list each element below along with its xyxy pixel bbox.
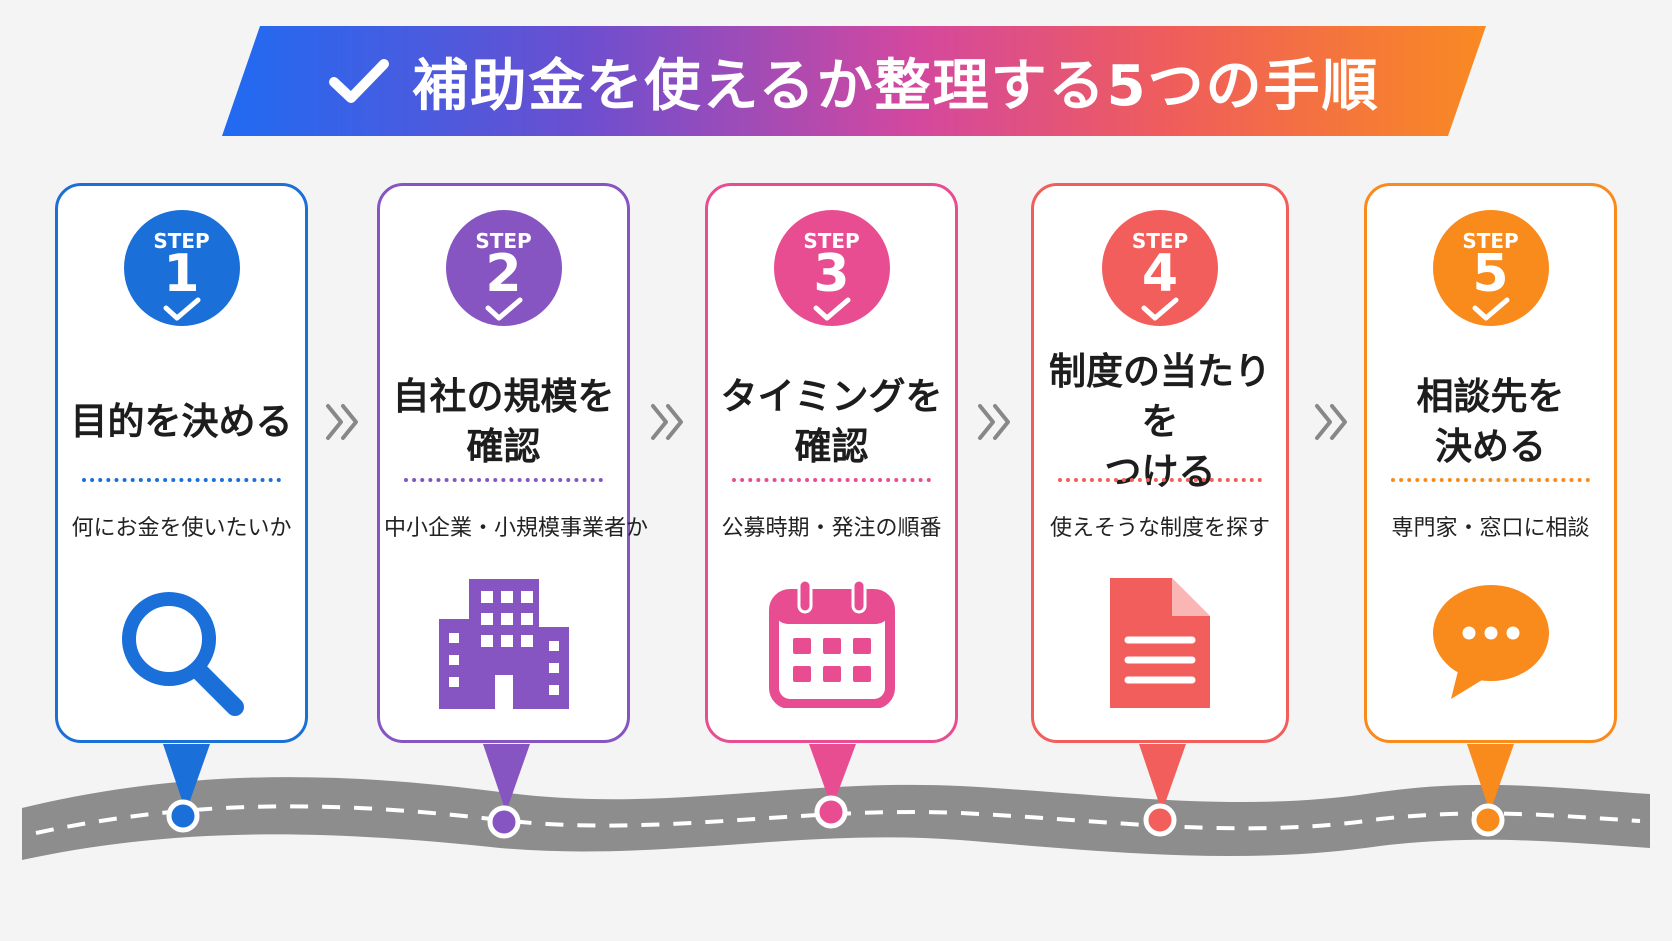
step-badge: STEP 4: [1102, 210, 1218, 326]
dotted-divider: [1058, 478, 1262, 482]
step-title-line: 自社の規模を: [392, 375, 615, 418]
step-card-3: STEP 3 タイミングを 確認 公募時期・発注の順番: [705, 183, 958, 743]
step-title: 相談先を 決める: [1373, 366, 1608, 478]
chevron-right-icon: [651, 404, 683, 440]
step-title-line: 決める: [1435, 425, 1546, 468]
step-description: 何にお金を使いたいか: [71, 516, 292, 541]
step-title-line: 制度の当たりを: [1049, 350, 1271, 443]
step-title-line: つける: [1104, 450, 1216, 493]
step-number: 2: [485, 244, 522, 304]
checkmark-icon: [813, 297, 850, 321]
road-center-line: [35, 804, 1641, 835]
step-title-line: 目的を決める: [70, 400, 293, 443]
dotted-divider: [732, 478, 931, 482]
page-title: 補助金を使えるか整理する5つの手順: [412, 53, 1380, 119]
dotted-divider: [82, 478, 281, 482]
step-card-4: STEP 4 制度の当たりを つける 使えそうな制度を探す: [1031, 183, 1289, 743]
search-icon: [121, 592, 244, 716]
map-pin-1: [163, 744, 210, 833]
step-badge: STEP 1: [123, 210, 240, 326]
step-title-line: 確認: [466, 425, 541, 468]
building-icon: [438, 579, 569, 709]
step-badge: STEP 2: [445, 210, 562, 326]
chevron-right-icon: [326, 404, 358, 440]
step-label: STEP: [1131, 229, 1189, 253]
step-card-5: STEP 5 相談先を 決める 専門家・窓口に相談: [1364, 183, 1617, 743]
map-pin-4: [1139, 744, 1186, 837]
step-label: STEP: [803, 229, 860, 253]
step-title: 制度の当たりを つける: [1040, 350, 1280, 493]
step-label: STEP: [153, 229, 210, 253]
step-label: STEP: [475, 229, 532, 253]
calendar-icon: [768, 578, 895, 708]
chevron-right-icon: [978, 404, 1010, 440]
step-description: 中小企業・小規模事業者か: [384, 516, 649, 541]
step-number: 1: [163, 244, 200, 304]
step-description: 専門家・窓口に相談: [1391, 516, 1590, 541]
map-pin-3: [809, 744, 856, 829]
step-number: 3: [813, 244, 850, 304]
map-pin-5: [1467, 744, 1514, 837]
dotted-divider: [1391, 478, 1590, 482]
step-title-line: 確認: [794, 425, 869, 468]
step-label: STEP: [1462, 229, 1519, 253]
step-title: タイミングを 確認: [714, 366, 949, 478]
map-pin-2: [483, 744, 530, 839]
checkmark-icon: [328, 56, 390, 106]
checkmark-icon: [1141, 297, 1179, 321]
step-card-1: STEP 1 目的を決める 何にお金を使いたいか: [55, 183, 308, 743]
chevron-right-icon: [1315, 404, 1347, 440]
step-card-2: STEP 2 自社の規模を 確認 中小企業・小規模事業者か: [377, 183, 649, 743]
step-description: 使えそうな制度を探す: [1049, 516, 1270, 541]
step-number: 5: [1472, 244, 1509, 304]
checkmark-icon: [485, 297, 522, 321]
title-banner: 補助金を使えるか整理する5つの手順: [222, 26, 1486, 136]
step-title-line: 相談先を: [1416, 375, 1565, 418]
chat-bubble-icon: [1432, 585, 1549, 699]
road-graphic: [22, 744, 1650, 860]
dotted-divider: [404, 478, 603, 482]
step-badge: STEP 3: [773, 210, 890, 326]
step-number: 4: [1141, 244, 1179, 304]
checkmark-icon: [163, 297, 200, 321]
step-title-line: タイミングを: [720, 375, 943, 418]
step-badge: STEP 5: [1432, 210, 1549, 326]
step-description: 公募時期・発注の順番: [721, 516, 942, 541]
step-title: 目的を決める: [64, 366, 299, 478]
checkmark-icon: [1472, 297, 1509, 321]
step-title: 自社の規模を 確認: [386, 366, 621, 478]
document-icon: [1110, 578, 1210, 708]
